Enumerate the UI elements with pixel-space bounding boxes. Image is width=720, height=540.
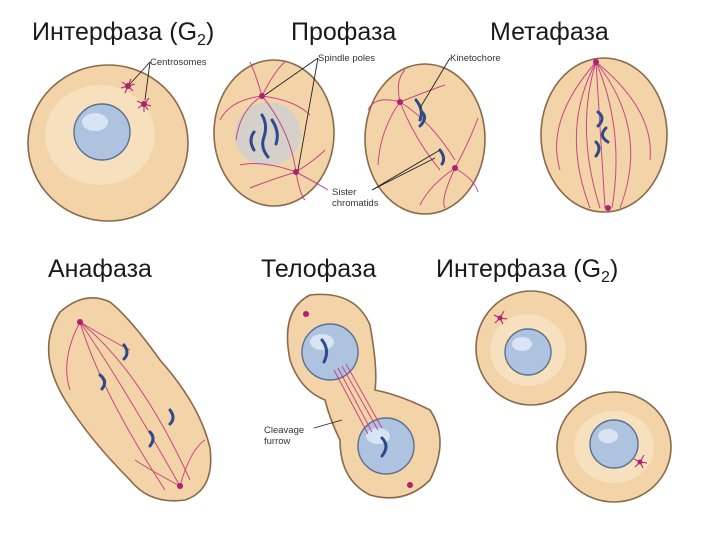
centrosome-icon xyxy=(120,78,136,94)
title-interphase-top: Интерфаза (G2) xyxy=(32,18,214,49)
cell-interphase-bottom xyxy=(475,290,672,503)
centrosome-icon xyxy=(493,310,508,325)
label-spindle-poles: Spindle poles xyxy=(318,53,375,64)
cell-telophase xyxy=(286,293,441,499)
title-anaphase: Анафаза xyxy=(48,255,152,283)
title-telophase: Телофаза xyxy=(261,255,376,283)
title-interphase-bottom: Интерфаза (G2) xyxy=(436,255,618,286)
pointer-cleavage-furrow xyxy=(313,419,343,429)
title-metaphase: Метафаза xyxy=(490,18,609,46)
pointer-spindle-poles xyxy=(264,57,319,96)
title-prophase: Профаза xyxy=(291,18,396,46)
cell-metaphase xyxy=(540,57,668,213)
cell-prophase xyxy=(213,59,335,207)
label-sister-chromatids: Sister chromatids xyxy=(332,187,379,209)
pointer-centrosomes xyxy=(129,61,151,85)
label-centrosomes: Centrosomes xyxy=(150,57,207,68)
pointer-kinetochore xyxy=(419,57,451,109)
cell-interphase-top xyxy=(27,64,189,222)
label-kinetochore: Kinetochore xyxy=(450,53,501,64)
cell-anaphase xyxy=(47,296,212,502)
label-cleavage-furrow: Cleavage furrow xyxy=(264,425,307,447)
pointer-sister-chromatids xyxy=(371,149,441,191)
cell-prometaphase xyxy=(364,63,486,215)
centrosome-icon xyxy=(136,97,152,112)
centrosome-icon xyxy=(633,454,648,469)
